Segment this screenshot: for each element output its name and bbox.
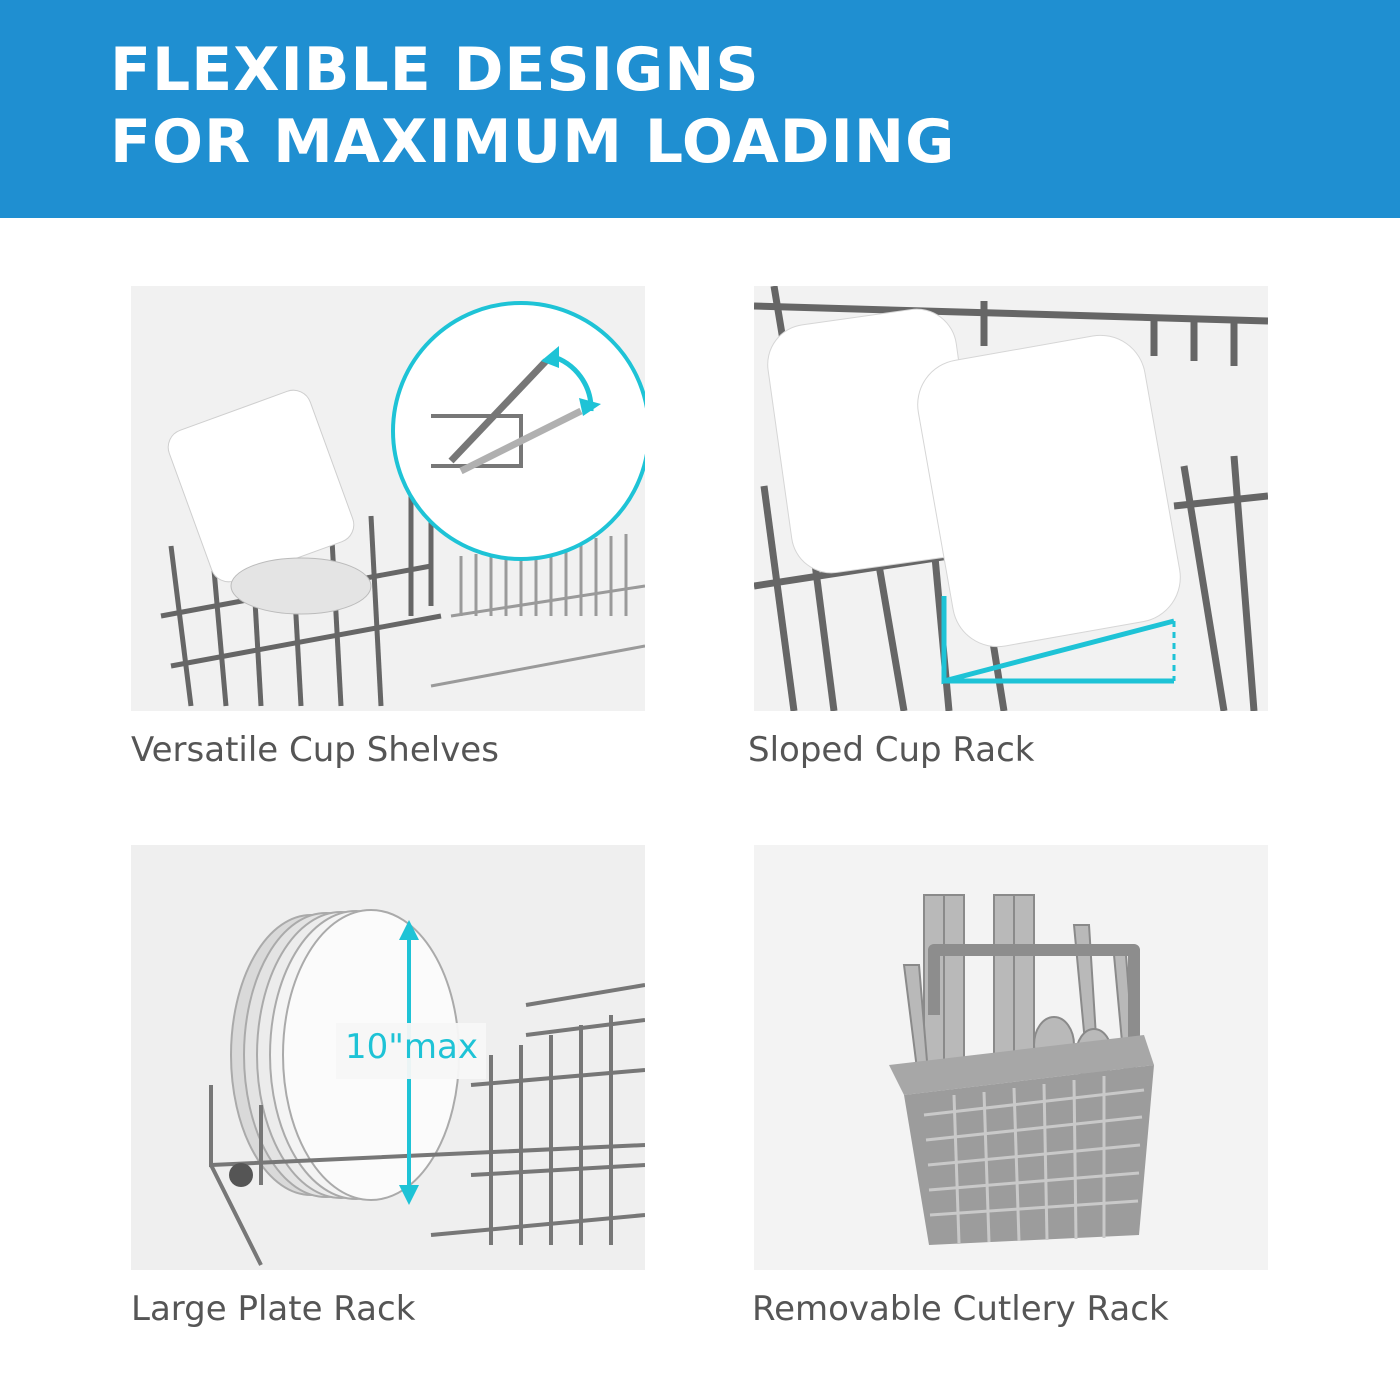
caption-sloped-rack: Sloped Cup Rack [748, 730, 1035, 770]
cutlery-rack-photo [754, 845, 1268, 1270]
plate-rack-photo: 10"max [131, 845, 645, 1270]
sloped-cup-rack-photo [754, 286, 1268, 711]
max-height-label: 10"max [345, 1027, 478, 1067]
sloped-rack-illustration [754, 286, 1268, 711]
cup-shelves-photo [131, 286, 645, 711]
caption-plate-rack: Large Plate Rack [131, 1289, 416, 1329]
headline-line-1: FLEXIBLE DESIGNS [110, 35, 760, 105]
cutlery-basket-illustration [754, 845, 1268, 1270]
cup [167, 389, 372, 615]
caption-cup-shelves: Versatile Cup Shelves [131, 730, 499, 770]
header-banner: FLEXIBLE DESIGNS FOR MAXIMUM LOADING [0, 0, 1400, 218]
rack-wires [209, 983, 645, 1266]
cup-shelves-illustration [131, 286, 645, 711]
slope-indicator [941, 596, 1176, 685]
headline-line-2: FOR MAXIMUM LOADING [110, 107, 956, 177]
basket [889, 944, 1154, 1245]
height-arrow [336, 920, 486, 1205]
caption-cutlery-rack: Removable Cutlery Rack [752, 1289, 1169, 1329]
cups [767, 308, 1181, 648]
detail-zoom-circle [391, 301, 645, 561]
plate-rack-illustration [131, 845, 645, 1270]
